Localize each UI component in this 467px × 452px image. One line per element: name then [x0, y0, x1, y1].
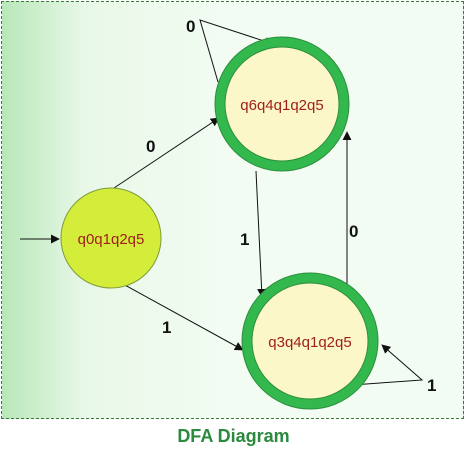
state-start: q0q1q2q5: [60, 187, 162, 289]
state-bottom-label: q3q4q1q2q5: [268, 334, 351, 351]
edge-bottom-loop-label: 1: [427, 376, 436, 395]
dfa-diagram: q0q1q2q5 q6q4q1q2q5 q3q4q1q2q5 0 1 0 1 0…: [20, 17, 436, 410]
edge-top-loop: [199, 19, 274, 83]
edge-start-to-top: [113, 117, 220, 189]
diagram-caption: DFA Diagram: [177, 426, 290, 446]
state-top: q6q4q1q2q5: [214, 36, 350, 172]
edge-bottom-to-top-label: 0: [349, 222, 358, 241]
edge-top-to-bottom-label: 1: [240, 230, 249, 249]
edge-start-to-bottom-label: 1: [162, 318, 171, 337]
state-start-label: q0q1q2q5: [78, 231, 145, 248]
state-bottom: q3q4q1q2q5: [241, 272, 379, 410]
edge-start-to-bottom: [122, 283, 244, 351]
edge-top-to-bottom: [255, 170, 267, 298]
edge-bottom-loop: [351, 344, 424, 386]
edge-start-to-top-label: 0: [146, 137, 155, 156]
edge-top-loop-label: 0: [186, 17, 195, 36]
state-top-label: q6q4q1q2q5: [240, 97, 323, 114]
